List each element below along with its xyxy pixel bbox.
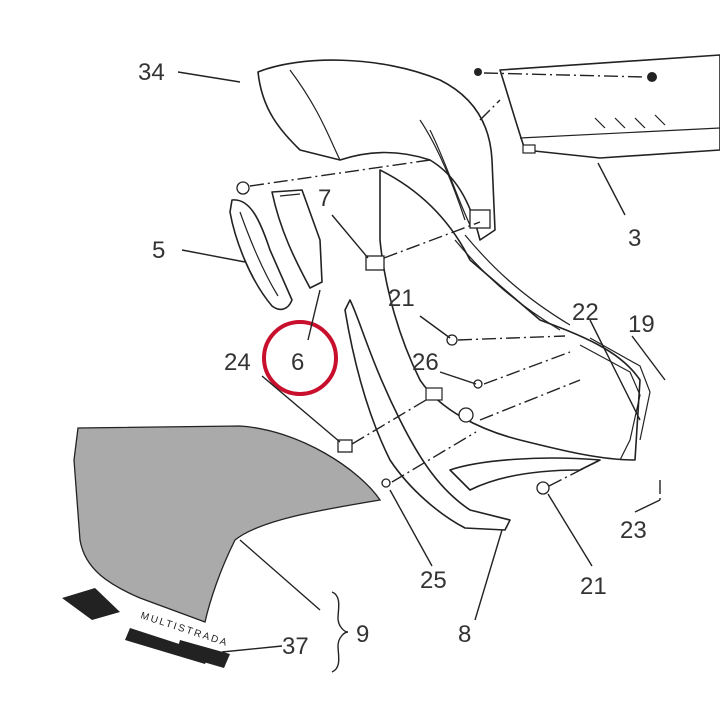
leader-lines <box>177 71 666 653</box>
side-cover-part-5 <box>229 199 293 311</box>
screw-part-21-lower <box>536 481 550 495</box>
callout-26: 26 <box>412 349 439 376</box>
callout-brace <box>331 591 349 673</box>
callout-19: 19 <box>628 311 655 338</box>
fastener-part-7 <box>365 255 385 271</box>
side-panel-part-3 <box>474 54 720 159</box>
callout-21-upper: 21 <box>388 285 415 312</box>
callout-9: 9 <box>356 621 369 648</box>
callout-34: 34 <box>138 59 165 86</box>
side-cover-part-6 <box>271 189 323 289</box>
callout-23: 23 <box>620 517 647 544</box>
frame-bracket-part-19 <box>579 337 651 461</box>
upper-fairing-part <box>257 59 496 241</box>
callout-24: 24 <box>224 349 251 376</box>
callout-5: 5 <box>152 237 165 264</box>
callout-21-lower: 21 <box>580 573 607 600</box>
callout-8: 8 <box>458 621 471 648</box>
callout-7: 7 <box>318 185 331 212</box>
callout-25: 25 <box>420 567 447 594</box>
callout-3: 3 <box>628 225 641 252</box>
screw-part-25 <box>381 478 391 488</box>
clip-fastener <box>236 181 250 195</box>
lower-fairing-part-8 <box>344 299 601 531</box>
callout-37: 37 <box>282 633 309 660</box>
callout-6: 6 <box>291 349 304 376</box>
highlight-circle <box>262 320 338 396</box>
callout-22: 22 <box>572 299 599 326</box>
clip-part-24 <box>337 439 353 453</box>
inner-fairing-body <box>379 169 641 461</box>
decal-sticker <box>73 425 382 623</box>
